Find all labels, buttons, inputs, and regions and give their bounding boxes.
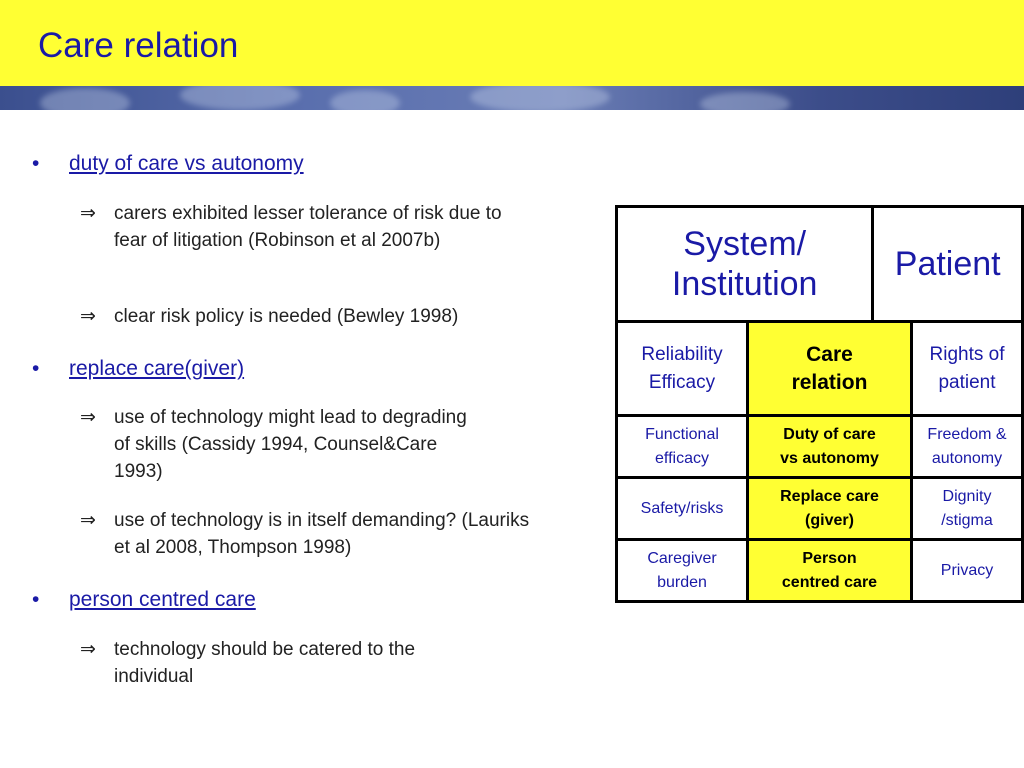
cell-freedom-autonomy: Freedom & autonomy	[910, 414, 1024, 479]
slide-title: Care relation	[38, 26, 239, 65]
implies-arrow-icon: ⇒	[80, 203, 96, 224]
cell-dignity-stigma: Dignity /stigma	[910, 476, 1024, 541]
cell-replace-care: Replace care (giver)	[746, 476, 913, 541]
cell-caregiver-burden: Caregiver burden	[615, 538, 749, 603]
bullet-dot: •	[32, 588, 40, 611]
bullet-dot: •	[32, 357, 40, 380]
bullet-dot: •	[32, 152, 40, 175]
cell-duty-of-care: Duty of care vs autonomy	[746, 414, 913, 479]
slide-content: • duty of care vs autonomy ⇒ carers exhi…	[0, 110, 1024, 768]
label-rights-of-patient: Rights of patient	[910, 320, 1024, 417]
header-system-institution: System/ Institution	[614, 205, 875, 323]
implies-arrow-icon: ⇒	[80, 639, 96, 660]
label-reliability-efficacy: Reliability Efficacy	[615, 320, 749, 417]
sub-item-text: clear risk policy is needed (Bewley 1998…	[114, 306, 459, 327]
label-care-relation: Care relation	[746, 320, 913, 417]
bullet-link-replace-care[interactable]: replace care(giver)	[69, 357, 245, 380]
implies-arrow-icon: ⇒	[80, 306, 96, 327]
cell-functional-efficacy: Functional efficacy	[615, 414, 749, 479]
bullet-link-person-centred[interactable]: person centred care	[69, 588, 256, 611]
cell-privacy: Privacy	[910, 538, 1024, 603]
bullet-link-duty-of-care[interactable]: duty of care vs autonomy	[69, 152, 304, 175]
cell-safety-risks: Safety/risks	[615, 476, 749, 541]
header-patient: Patient	[871, 205, 1024, 323]
sub-item-text: use of technology might lead to degradin…	[114, 407, 467, 482]
sub-item-text: carers exhibited lesser tolerance of ris…	[114, 203, 502, 251]
cell-person-centred-care: Person centred care	[746, 538, 913, 603]
implies-arrow-icon: ⇒	[80, 510, 96, 531]
title-bar: Care relation	[0, 0, 1024, 86]
decorative-band	[0, 86, 1024, 110]
sub-item-text: technology should be catered to the indi…	[114, 639, 416, 687]
sub-item-text: use of technology is in itself demanding…	[114, 510, 530, 558]
implies-arrow-icon: ⇒	[80, 407, 96, 428]
care-relation-table: System/ Institution Patient Reliability …	[614, 205, 1024, 603]
